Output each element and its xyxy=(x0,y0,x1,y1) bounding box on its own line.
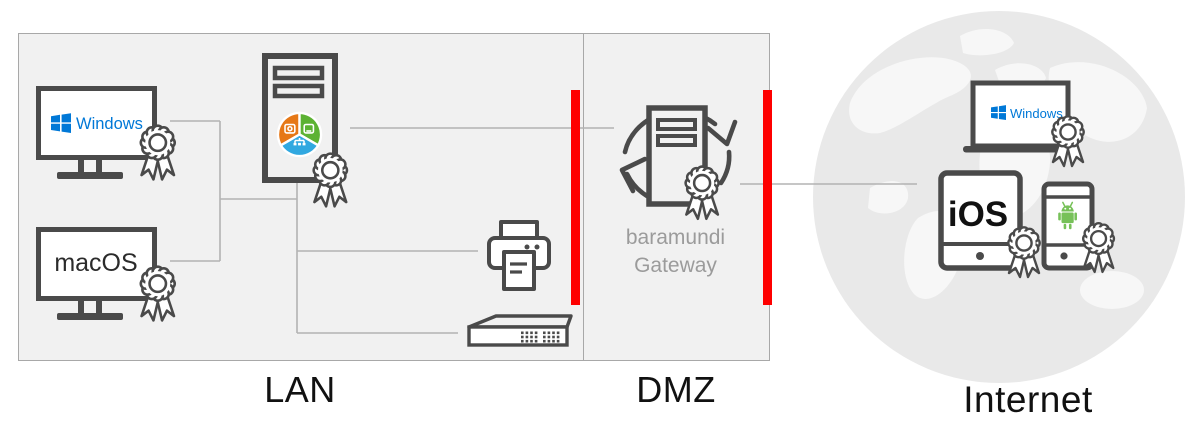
certificate-badge-icon xyxy=(684,165,720,221)
windows-monitor-label: Windows xyxy=(76,115,143,133)
certificate-badge-icon xyxy=(1081,222,1116,274)
windows-workstation: Windows xyxy=(36,86,177,181)
certificate-badge-icon xyxy=(312,152,349,208)
management-server xyxy=(262,53,349,208)
laptop-os-label: Windows xyxy=(1010,106,1063,121)
printer-icon xyxy=(487,220,551,291)
gateway-server xyxy=(619,105,738,221)
macos-monitor-label: macOS xyxy=(54,249,137,277)
certificate-badge-icon xyxy=(139,265,177,322)
certificate-badge-icon xyxy=(1051,115,1085,168)
gateway-caption-line2: Gateway xyxy=(634,254,717,277)
ios-tablet: iOS xyxy=(938,170,1041,279)
gateway-caption: baramundi Gateway xyxy=(593,224,758,280)
zone-label-internet: Internet xyxy=(963,379,1093,420)
macos-workstation: macOS xyxy=(36,227,177,322)
network-switch-icon xyxy=(467,314,573,347)
zone-label-dmz: DMZ xyxy=(636,369,716,410)
firewall-bar-lan-dmz xyxy=(571,90,580,305)
zone-label-lan: LAN xyxy=(264,369,336,410)
firewall-bar-dmz-internet xyxy=(763,90,772,305)
gateway-caption-line1: baramundi xyxy=(625,226,726,249)
baramundi-suite-logo-icon xyxy=(276,111,323,158)
tablet-os-label: iOS xyxy=(948,195,1008,234)
internet-windows-laptop: Windows xyxy=(963,80,1085,168)
certificate-badge-icon xyxy=(139,124,177,181)
certificate-badge-icon xyxy=(1007,226,1041,279)
android-phone xyxy=(1041,181,1116,274)
